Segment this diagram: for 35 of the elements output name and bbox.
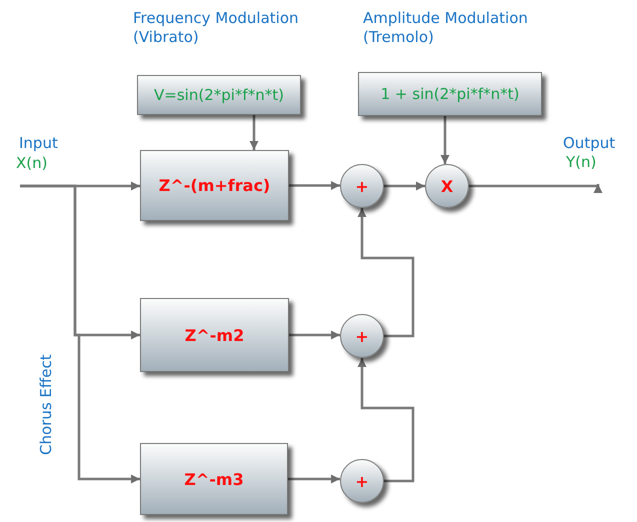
arrow (289, 330, 340, 340)
arrow (440, 116, 450, 164)
heading-text: Amplitude Modulation (Tremolo) (363, 9, 529, 47)
operator-circle (340, 459, 384, 503)
section-label: Chorus Effect (37, 354, 56, 455)
process-box (140, 298, 289, 372)
process-box (140, 150, 289, 221)
process-box (140, 443, 288, 515)
operator-circle (425, 164, 469, 208)
operator-text: + (355, 472, 369, 490)
operator-text: X (440, 176, 454, 196)
signal-label: Output (563, 134, 616, 153)
arrow (469, 184, 602, 193)
heading-text: Frequency Modulation (Vibrato) (133, 9, 300, 47)
arrow (20, 184, 140, 484)
process-box (137, 75, 301, 115)
operator-text: Z^-m2 (184, 326, 244, 344)
operator-text: + (355, 176, 369, 196)
formula-text: 1 + sin(2*pi*f*n*t) (380, 85, 520, 103)
arrow (250, 115, 258, 150)
process-box (358, 72, 542, 116)
operator-text: + (355, 326, 369, 346)
arrow (358, 358, 414, 482)
input-label: Input (19, 134, 58, 153)
operator-circle (340, 314, 384, 358)
operator-circle (340, 164, 384, 208)
arrow (384, 182, 425, 190)
arrow (358, 208, 414, 338)
operator-text: Z^-(m+frac) (158, 176, 270, 195)
signal-label: Y(n) (566, 153, 596, 172)
operator-text: Z^-m3 (184, 470, 244, 488)
formula-text: V=sin(2*pi*f*n*t) (154, 86, 284, 104)
arrow (289, 181, 340, 190)
signal-label: X(n) (16, 154, 48, 173)
arrow (288, 474, 340, 484)
